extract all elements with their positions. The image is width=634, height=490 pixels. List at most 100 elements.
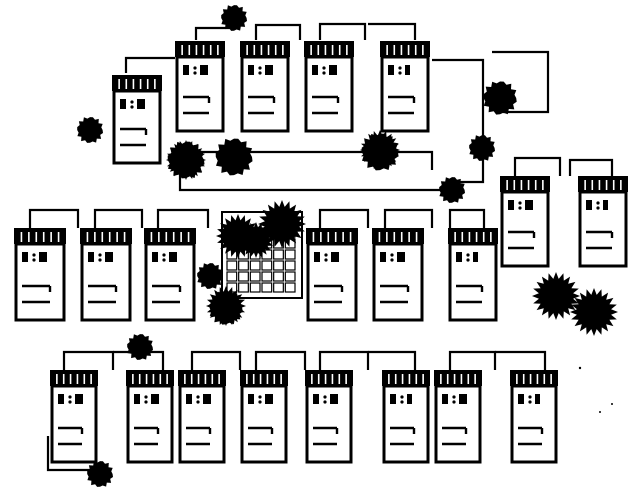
grid-cell: [250, 272, 260, 281]
glyph-dot: [400, 400, 403, 403]
glyph-dot: [144, 400, 147, 403]
blob-marker: [469, 135, 495, 161]
grid-cell: [262, 283, 272, 292]
glyph-dot: [144, 395, 147, 398]
glyph-mark: [313, 394, 319, 404]
glyph-mark: [407, 394, 412, 404]
device-unit: [382, 370, 430, 462]
glyph-mark: [456, 252, 462, 262]
glyph-dot: [162, 258, 165, 261]
glyph-dot: [466, 258, 469, 261]
glyph-mark: [22, 252, 28, 262]
glyph-mark: [137, 99, 145, 109]
glyph-mark: [525, 200, 533, 210]
grid-cell: [250, 283, 260, 292]
glyph-mark: [535, 394, 540, 404]
blob-marker: [197, 263, 223, 289]
device-unit: [50, 370, 98, 462]
glyph-dot: [398, 66, 401, 69]
glyph-dot: [98, 258, 101, 261]
glyph-dot: [324, 253, 327, 256]
glyph-dot: [528, 395, 531, 398]
glyph-mark: [265, 394, 273, 404]
glyph-dot: [68, 395, 71, 398]
device-unit: [14, 228, 66, 320]
specks: [579, 367, 613, 413]
grid-cell: [285, 283, 295, 292]
glyph-dot: [193, 66, 196, 69]
speck: [599, 411, 601, 413]
glyph-dot: [518, 201, 521, 204]
glyph-dot: [596, 206, 599, 209]
wire-bridge: [192, 352, 240, 370]
device-unit: [178, 370, 226, 462]
grid-cell: [227, 261, 237, 270]
device-unit: [448, 228, 498, 320]
glyph-dot: [452, 400, 455, 403]
glyph-mark: [473, 252, 478, 262]
device-units: [14, 41, 628, 462]
glyph-mark: [518, 394, 524, 404]
wire-bridge: [95, 210, 142, 228]
wire-bridge: [320, 24, 365, 40]
glyph-mark: [58, 394, 64, 404]
glyph-mark: [248, 394, 254, 404]
glyph-mark: [39, 252, 47, 262]
wire-bridge: [570, 160, 612, 176]
glyph-dot: [258, 71, 261, 74]
wire-bridge: [450, 352, 495, 370]
glyph-mark: [200, 65, 208, 75]
device-unit: [380, 41, 430, 131]
glyph-dot: [196, 395, 199, 398]
glyph-dot: [130, 105, 133, 108]
glyph-dot: [193, 71, 196, 74]
wire-bridge: [450, 210, 484, 228]
glyph-mark: [88, 252, 94, 262]
glyph-dot: [322, 71, 325, 74]
grid-cell: [274, 272, 284, 281]
grid-cell: [262, 272, 272, 281]
device-unit: [372, 228, 424, 320]
glyph-dot: [258, 66, 261, 69]
wire-bridge: [256, 352, 305, 370]
grid-cell: [239, 272, 249, 281]
glyph-mark: [331, 252, 339, 262]
glyph-mark: [120, 99, 126, 109]
wire-bridge: [64, 352, 113, 370]
wire-bridge: [320, 352, 368, 370]
glyph-mark: [105, 252, 113, 262]
wire-bridge: [368, 24, 415, 40]
device-unit: [578, 176, 628, 266]
device-unit: [500, 176, 550, 266]
wire-loop: [432, 60, 483, 148]
glyph-mark: [151, 394, 159, 404]
device-unit: [510, 370, 558, 462]
glyph-mark: [152, 252, 158, 262]
glyph-mark: [169, 252, 177, 262]
glyph-mark: [265, 65, 273, 75]
wire-bridge: [368, 352, 415, 370]
glyph-dot: [258, 400, 261, 403]
glyph-dot: [324, 258, 327, 261]
glyph-mark: [442, 394, 448, 404]
wire-bridge: [196, 28, 232, 40]
glyph-dot: [596, 201, 599, 204]
wire-bridge: [158, 210, 208, 228]
wire-bridge: [495, 352, 545, 370]
glyph-mark: [312, 65, 318, 75]
device-unit: [175, 41, 225, 131]
glyph-mark: [314, 252, 320, 262]
glyph-mark: [75, 394, 83, 404]
glyph-mark: [388, 65, 394, 75]
glyph-mark: [330, 394, 338, 404]
grid-cell: [285, 272, 295, 281]
speck: [579, 367, 581, 369]
wire-bridge: [515, 158, 560, 176]
device-unit: [306, 228, 358, 320]
glyph-mark: [603, 200, 608, 210]
glyph-dot: [130, 100, 133, 103]
glyph-dot: [390, 253, 393, 256]
speck: [611, 403, 613, 405]
glyph-dot: [32, 258, 35, 261]
glyph-mark: [459, 394, 467, 404]
